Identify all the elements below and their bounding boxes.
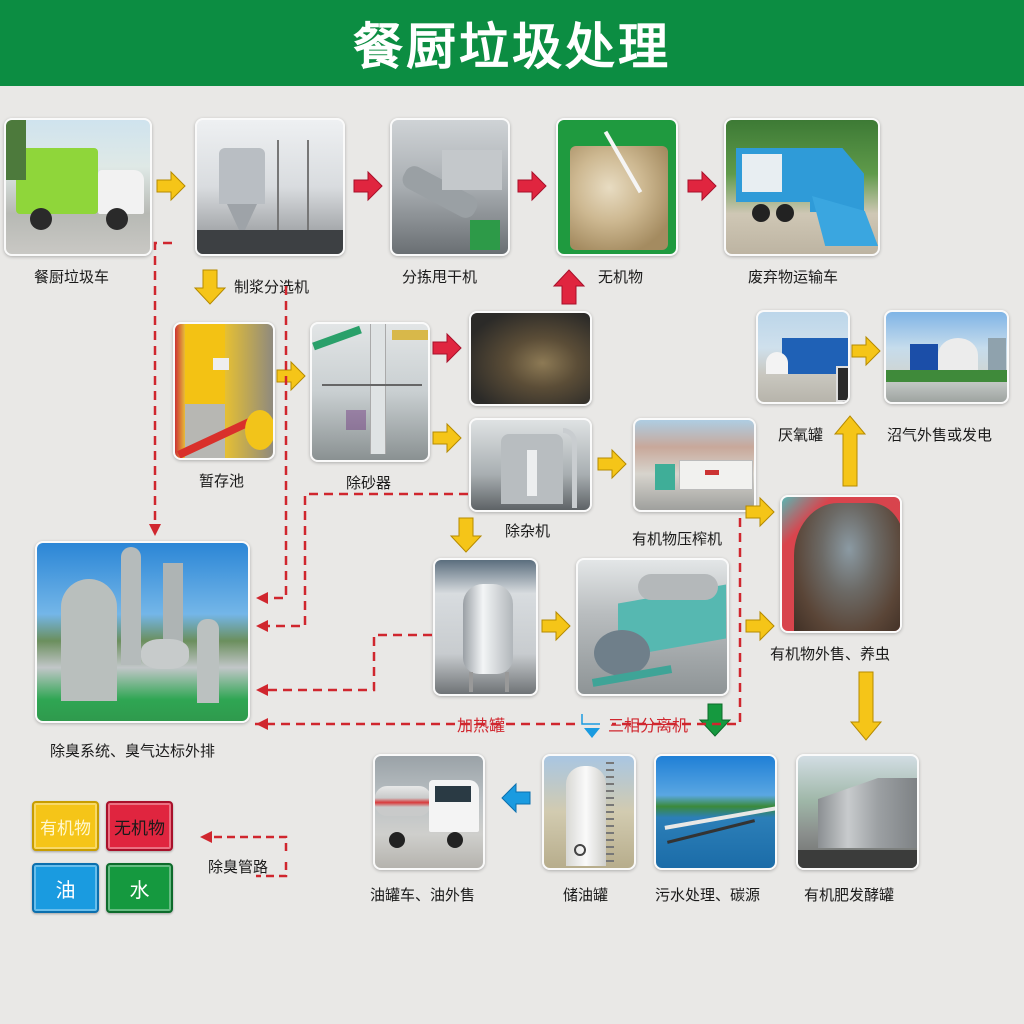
fermentation-tank-photo: [796, 754, 919, 870]
sorting-dryer-label: 分拣甩干机: [402, 268, 478, 286]
legend-organic: 有机物: [32, 801, 99, 851]
compactor-truck-photo: [724, 118, 880, 256]
oil-tanker-photo: [373, 754, 485, 870]
oil-flow-arrow: [501, 782, 531, 814]
centrifuge-photo: [576, 558, 729, 696]
page-title: 餐厨垃圾处理: [353, 18, 671, 76]
waste-truck-label: 废弃物运输车: [748, 268, 839, 286]
deodor-system-label: 除臭系统、臭气达标外排: [50, 742, 216, 760]
legend-organic-label: 有机物: [40, 818, 91, 839]
fertilizer-label: 有机肥发酵罐: [804, 886, 895, 904]
pulping-sorter-label: 制浆分选机: [234, 278, 310, 296]
water-flow-arrow: [698, 703, 732, 737]
garbage-truck-photo: [4, 118, 152, 256]
press-machine-photo: [633, 418, 756, 512]
desander-label: 除砂器: [346, 474, 392, 492]
impurity-remover-photo: [469, 418, 592, 512]
legend-inorganic: 无机物: [106, 801, 173, 851]
temp-tank-label: 暂存池: [199, 472, 245, 490]
header-banner: 餐厨垃圾处理: [0, 0, 1024, 86]
storage-tank-photo: [173, 322, 275, 460]
sewage-pool-photo: [654, 754, 777, 870]
kitchen-truck-label: 餐厨垃圾车: [34, 268, 110, 286]
legend-deodor-pipe-label: 除臭管路: [208, 858, 269, 876]
biogas-plant-photo: [884, 310, 1009, 404]
deodorization-system-photo: [35, 541, 250, 723]
pulping-machine-photo: [195, 118, 345, 256]
heating-tank-label: 加热罐: [457, 716, 506, 735]
three-phase-label: 三相分离机: [608, 716, 689, 735]
sewage-label: 污水处理、碳源: [655, 886, 761, 904]
legend-inorganic-label: 无机物: [114, 818, 165, 839]
inorganic-waste-photo: [556, 118, 678, 256]
anaerobic-tank-photo: [756, 310, 850, 404]
organic-flow-arrow-up: [833, 415, 867, 487]
biogas-label: 沼气外售或发电: [887, 426, 993, 444]
organic-press-label: 有机物压榨机: [632, 530, 723, 548]
inorganic-label: 无机物: [598, 268, 644, 286]
desander-photo: [310, 322, 430, 462]
legend-water: 水: [106, 863, 173, 913]
oil-outlet-icon: [581, 714, 600, 738]
heating-tank-photo: [433, 558, 538, 696]
legend-oil-label: 油: [55, 877, 76, 902]
dryer-machine-photo: [390, 118, 510, 256]
sand-residue-photo: [469, 311, 592, 406]
oil-truck-label: 油罐车、油外售: [370, 886, 476, 904]
organic-sale-label: 有机物外售、养虫: [770, 645, 891, 663]
legend-oil: 油: [32, 863, 99, 913]
oil-storage-tank-photo: [542, 754, 636, 870]
impurity-remover-label: 除杂机: [505, 522, 551, 540]
oil-storage-label: 储油罐: [563, 886, 609, 904]
anaerobic-tank-label: 厌氧罐: [778, 426, 824, 444]
organic-matter-photo: [780, 495, 902, 633]
legend-water-label: 水: [129, 877, 150, 902]
